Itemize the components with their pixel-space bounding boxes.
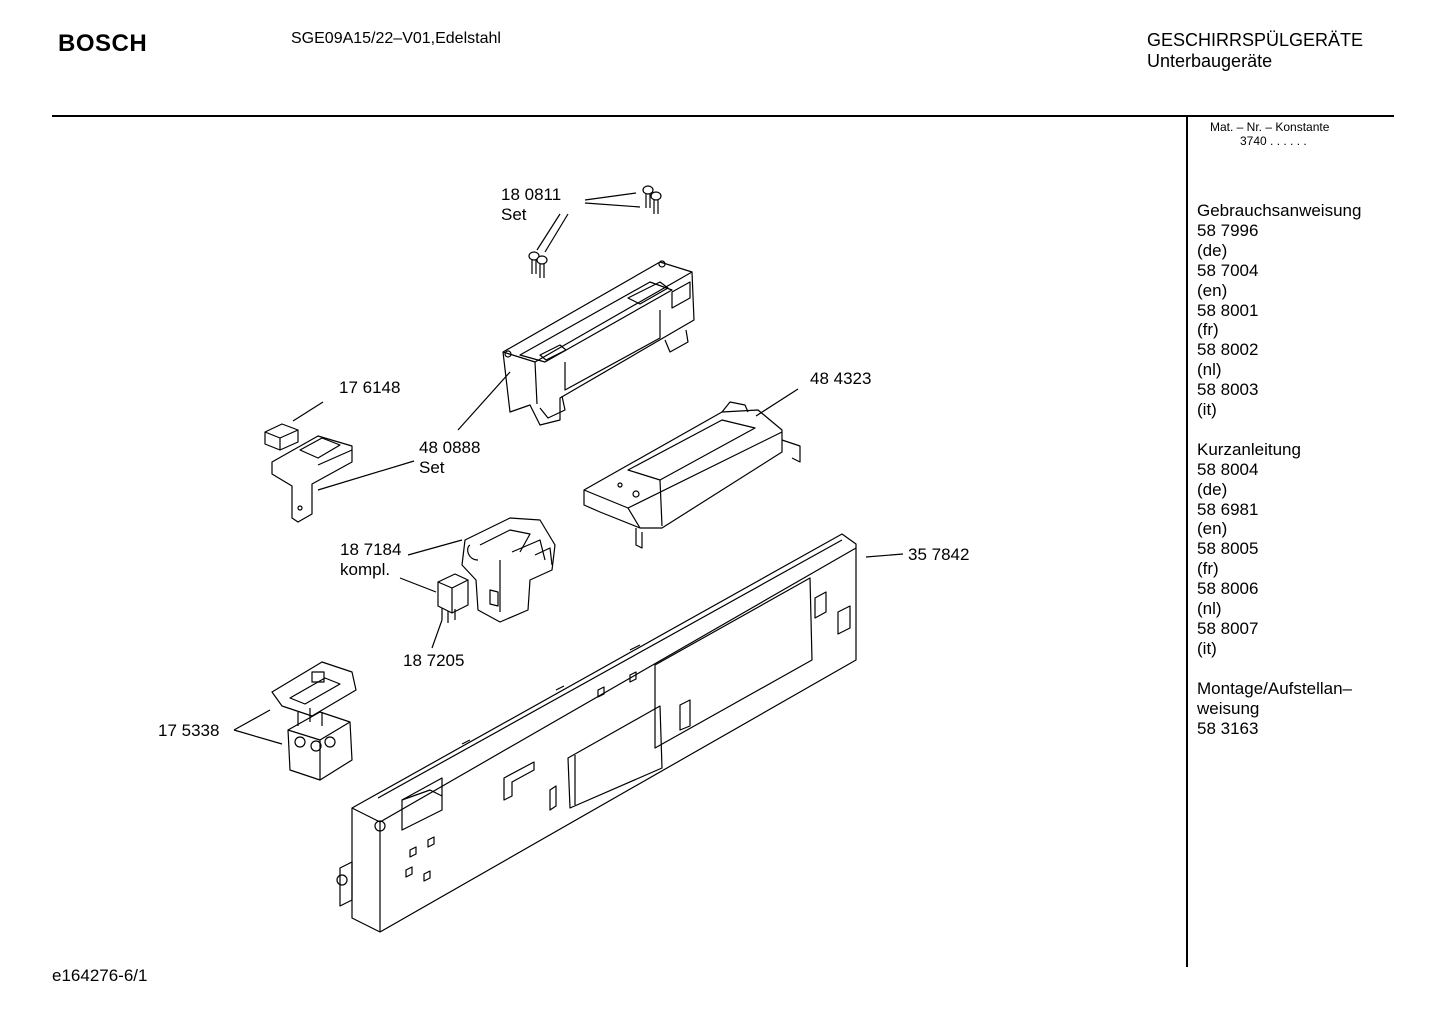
part-label-panel-frame: 35 7842 — [908, 545, 969, 565]
switch-assembly-part — [461, 517, 556, 623]
document-number: 58 8005 — [1197, 539, 1259, 559]
mounting-bracket-part — [264, 423, 353, 523]
document-language: (en) — [1197, 280, 1228, 300]
document-number: 58 8003 — [1197, 380, 1259, 400]
brand-logo: BOSCH — [58, 30, 148, 57]
part-label-screw-set: 18 0811 Set — [501, 185, 561, 225]
part-label-switch-assembly: 18 7184 kompl. — [340, 540, 401, 580]
document-language: (fr) — [1197, 320, 1219, 340]
model-designation: SGE09A15/22–V01,Edelstahl — [291, 30, 501, 47]
document-language: (nl) — [1197, 360, 1222, 380]
terminal-block-part — [271, 661, 357, 781]
document-language: (en) — [1197, 519, 1228, 539]
material-constant: Mat. – Nr. – Konstante 3740 . . . . . . — [1210, 120, 1329, 148]
electronic-module-part — [583, 401, 801, 549]
sidebar-divider — [1186, 117, 1188, 967]
document-number: 58 8004 — [1197, 459, 1259, 479]
document-group-title: Kurzanleitung — [1197, 439, 1301, 459]
document-number: 58 3163 — [1197, 718, 1259, 738]
document-group-title: Montage/Aufstellan–weisung — [1197, 678, 1352, 718]
part-label-terminal-block: 17 5338 — [158, 721, 219, 741]
part-number: 18 7205 — [403, 651, 465, 670]
part-number: 17 6148 — [339, 378, 401, 397]
document-group-title: Gebrauchsanweisung — [1197, 201, 1362, 220]
part-note: Set — [419, 458, 445, 477]
document-number: 58 8007 — [1197, 619, 1259, 639]
document-number: 58 6981 — [1197, 499, 1259, 519]
part-number: 48 4323 — [810, 369, 872, 388]
document-language: (it) — [1197, 400, 1217, 420]
part-label-module: 48 4323 — [810, 369, 871, 389]
material-constant-value: 3740 . . . . . . — [1240, 134, 1307, 148]
part-number: 18 7184 — [340, 540, 402, 559]
drawing-id: e164276-6/1 — [52, 966, 148, 985]
document-language: (de) — [1197, 240, 1228, 260]
document-language: (nl) — [1197, 599, 1222, 619]
document-language: (de) — [1197, 479, 1228, 499]
part-label-housing-cover: 48 0888 Set — [419, 438, 480, 478]
relay-part — [437, 573, 469, 623]
screw-set-part — [528, 185, 662, 278]
part-number: 17 5338 — [158, 721, 220, 740]
part-number: 48 0888 — [419, 438, 481, 457]
document-number: 58 7996 — [1197, 220, 1259, 240]
document-number: 58 8006 — [1197, 579, 1259, 599]
document-language: (it) — [1197, 638, 1217, 658]
header-divider — [52, 115, 1394, 117]
part-number: 18 0811 — [501, 185, 562, 204]
part-note: Set — [501, 205, 527, 224]
document-number: 58 8001 — [1197, 300, 1259, 320]
control-housing-cover-part — [502, 260, 695, 426]
leader-lines — [233, 192, 904, 745]
document-list: Gebrauchsanweisung 58 7996 (de) 58 7004 … — [1197, 201, 1387, 758]
category-title: GESCHIRRSPÜLGERÄTE — [1147, 30, 1364, 50]
document-number: 58 8002 — [1197, 340, 1259, 360]
document-language: (fr) — [1197, 559, 1219, 579]
document-group-installation: Montage/Aufstellan–weisung 58 3163 — [1197, 679, 1387, 739]
part-label-bracket: 17 6148 — [339, 378, 400, 398]
document-group-manual: Gebrauchsanweisung 58 7996 (de) 58 7004 … — [1197, 201, 1387, 420]
part-number: 35 7842 — [908, 545, 970, 564]
part-note: kompl. — [340, 560, 391, 579]
control-panel-frame-part — [336, 533, 857, 933]
material-constant-label: Mat. – Nr. – Konstante — [1210, 120, 1330, 134]
document-group-quick-guide: Kurzanleitung 58 8004 (de) 58 6981 (en) … — [1197, 440, 1387, 659]
document-number: 58 7004 — [1197, 260, 1259, 280]
category-subtitle: Unterbaugeräte — [1147, 51, 1273, 71]
appliance-category: GESCHIRRSPÜLGERÄTE Unterbaugeräte — [1147, 30, 1363, 72]
part-label-relay: 18 7205 — [403, 651, 464, 671]
